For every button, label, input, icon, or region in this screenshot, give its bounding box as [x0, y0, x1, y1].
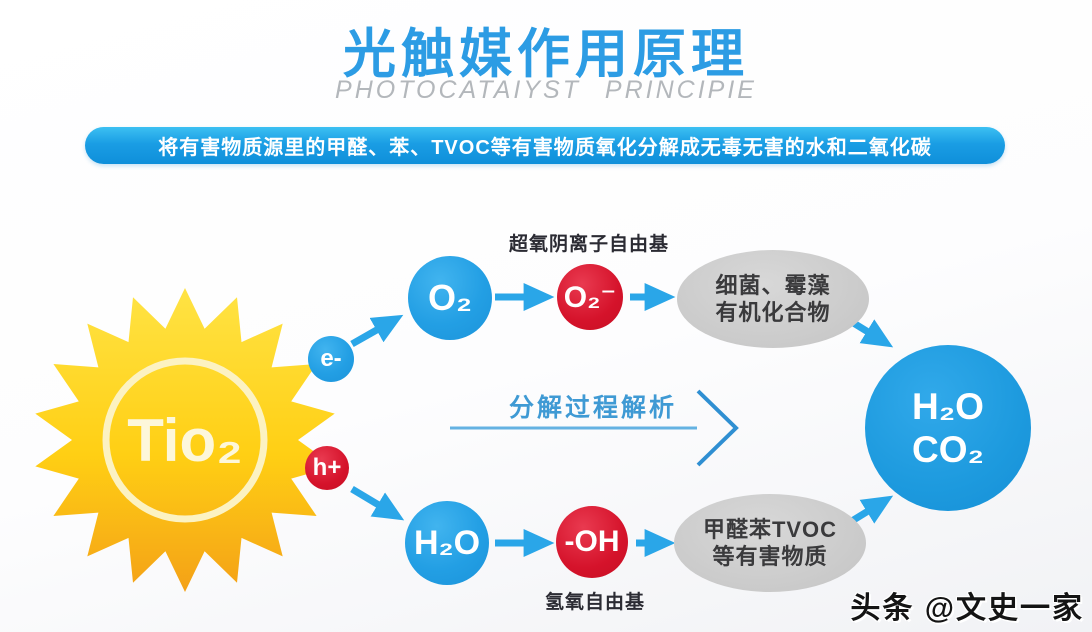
arrow-hole-to-h2o	[350, 485, 405, 521]
voc-result-line1: 甲醛苯TVOC	[702, 517, 838, 542]
hole-node: h+	[305, 446, 349, 490]
sun-inner-ring	[102, 357, 268, 523]
output-node: H₂O CO₂	[865, 345, 1031, 511]
o2-node: O₂	[408, 256, 492, 340]
sun-label: Tio₂	[127, 407, 243, 474]
decompose-process-label: 分解过程解析	[508, 394, 677, 422]
voc-result-line2: 等有害物质	[712, 544, 828, 569]
description-banner: 将有害物质源里的甲醛、苯、TVOC等有害物质氧化分解成无毒无害的水和二氧化碳	[85, 127, 1005, 164]
bacteria-result-line1: 细菌、霉藻	[715, 273, 831, 298]
bacteria-result-line2: 有机化合物	[715, 300, 831, 325]
output-line1: H₂O	[912, 386, 984, 427]
hydroxyl-radical-label: 氢氧自由基	[544, 592, 645, 613]
output-line2: CO₂	[912, 429, 984, 470]
h2o-node: H₂O	[405, 501, 489, 585]
arrow-electron-to-o2	[350, 314, 404, 348]
bacteria-result-ellipse: 细菌、霉藻 有机化合物	[677, 250, 869, 348]
sun-icon: Tio₂	[35, 288, 335, 592]
electron-node: e-	[308, 336, 354, 382]
hydroxyl-node: -OH	[556, 506, 628, 578]
page-title: 光触媒作用原理	[343, 25, 749, 84]
sunburst-shape	[35, 288, 335, 592]
watermark: 头条 @文史一家	[850, 592, 1084, 625]
superoxide-radical-label: 超氧阴离子自由基	[508, 234, 669, 255]
voc-result-ellipse: 甲醛苯TVOC 等有害物质	[674, 494, 866, 592]
superoxide-node: O₂⁻	[557, 264, 623, 330]
page-subtitle: PHOTOCATAIYST PRINCIPIE	[335, 76, 757, 104]
